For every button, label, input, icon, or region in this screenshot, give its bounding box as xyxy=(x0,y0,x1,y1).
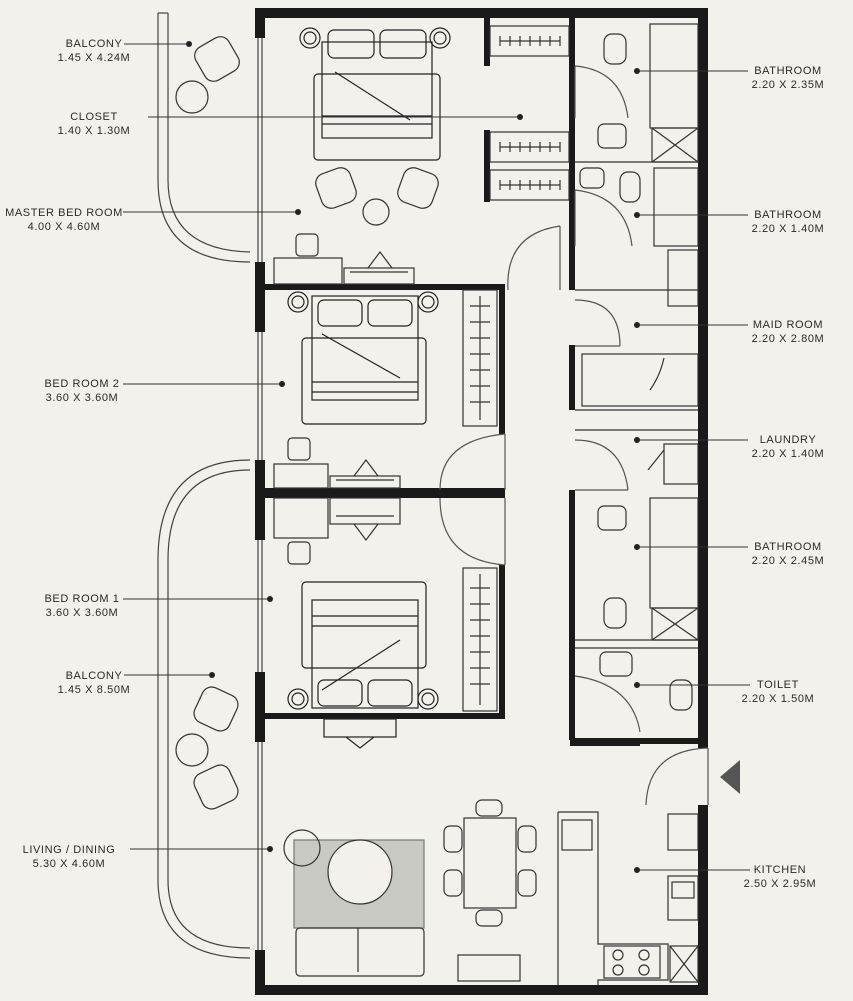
room-name: BATHROOM xyxy=(754,209,822,221)
room-dims: 2.20 X 1.40M xyxy=(751,448,825,460)
label-bathroom-1: BATHROOM 2.20 X 2.35M xyxy=(738,64,838,92)
label-balcony-bottom: BALCONY 1.45 X 8.50M xyxy=(46,669,142,697)
closet-shelves xyxy=(489,25,570,201)
room-dims: 2.20 X 2.35M xyxy=(751,79,825,91)
room-dims: 2.20 X 2.80M xyxy=(751,333,825,345)
label-laundry: LAUNDRY 2.20 X 1.40M xyxy=(738,433,838,461)
laundry xyxy=(647,443,699,485)
room-name: BED ROOM 2 xyxy=(44,378,120,390)
room-name: BALCONY xyxy=(65,38,123,50)
leader-dots xyxy=(186,41,640,873)
room-name: BALCONY xyxy=(65,670,123,682)
exterior-walls xyxy=(255,8,708,995)
entrance-arrow xyxy=(720,760,740,794)
bedroom2-bed xyxy=(287,291,439,425)
room-dims: 1.45 X 4.24M xyxy=(57,52,131,64)
interior-walls xyxy=(265,18,703,746)
room-name: LAUNDRY xyxy=(759,434,817,446)
balcony-furniture xyxy=(175,36,240,810)
bedroom2-desk xyxy=(273,437,401,489)
master-bed xyxy=(299,27,451,161)
room-dims: 3.60 X 3.60M xyxy=(45,392,119,404)
room-dims: 5.30 X 4.60M xyxy=(32,858,106,870)
label-living-dining: LIVING / DINING 5.30 X 4.60M xyxy=(14,843,124,871)
room-dims: 3.60 X 3.60M xyxy=(45,607,119,619)
room-dims: 2.20 X 2.45M xyxy=(751,555,825,567)
room-name: MAID ROOM xyxy=(752,319,824,331)
room-name: CLOSET xyxy=(70,111,118,123)
room-dims: 2.50 X 2.95M xyxy=(743,878,817,890)
room-name: TOILET xyxy=(757,679,799,691)
rug xyxy=(293,839,425,929)
room-dims: 1.40 X 1.30M xyxy=(57,125,131,137)
room-name: KITCHEN xyxy=(753,864,807,876)
bedroom1-bed xyxy=(287,581,439,749)
label-kitchen: KITCHEN 2.50 X 2.95M xyxy=(730,863,830,891)
dining-table xyxy=(443,799,537,927)
room-dims: 4.00 X 4.60M xyxy=(27,221,101,233)
label-maid-room: MAID ROOM 2.20 X 2.80M xyxy=(738,318,838,346)
bedroom1-desk xyxy=(273,497,401,565)
kitchen-counter xyxy=(557,811,699,985)
bathroom-3 xyxy=(575,497,699,641)
balcony-top xyxy=(157,12,251,263)
toilet xyxy=(575,647,698,711)
label-toilet: TOILET 2.20 X 1.50M xyxy=(728,678,828,706)
room-name: BATHROOM xyxy=(754,65,822,77)
windows xyxy=(257,38,263,950)
label-master-bed-room: MASTER BED ROOM 4.00 X 4.60M xyxy=(2,206,126,234)
room-name: BED ROOM 1 xyxy=(44,593,120,605)
master-seating xyxy=(273,167,439,285)
leader-lines xyxy=(123,43,750,871)
balcony-bottom xyxy=(157,459,251,959)
label-closet: CLOSET 1.40 X 1.30M xyxy=(46,110,142,138)
doors xyxy=(439,65,709,806)
label-bathroom-3: BATHROOM 2.20 X 2.45M xyxy=(738,540,838,568)
room-dims: 1.45 X 8.50M xyxy=(57,684,131,696)
room-name: LIVING / DINING xyxy=(22,844,116,856)
wardrobes xyxy=(462,289,498,712)
label-balcony-top: BALCONY 1.45 X 4.24M xyxy=(46,37,142,65)
label-bathroom-2: BATHROOM 2.20 X 1.40M xyxy=(738,208,838,236)
room-dims: 2.20 X 1.50M xyxy=(741,693,815,705)
room-dims: 2.20 X 1.40M xyxy=(751,223,825,235)
room-name: MASTER BED ROOM xyxy=(5,207,123,219)
bathroom-2 xyxy=(575,167,699,307)
sofa xyxy=(283,829,521,982)
maid-room xyxy=(575,353,699,431)
label-bed-room-2: BED ROOM 2 3.60 X 3.60M xyxy=(30,377,134,405)
room-name: BATHROOM xyxy=(754,541,822,553)
bathroom-1 xyxy=(575,23,699,163)
label-bed-room-1: BED ROOM 1 3.60 X 3.60M xyxy=(30,592,134,620)
